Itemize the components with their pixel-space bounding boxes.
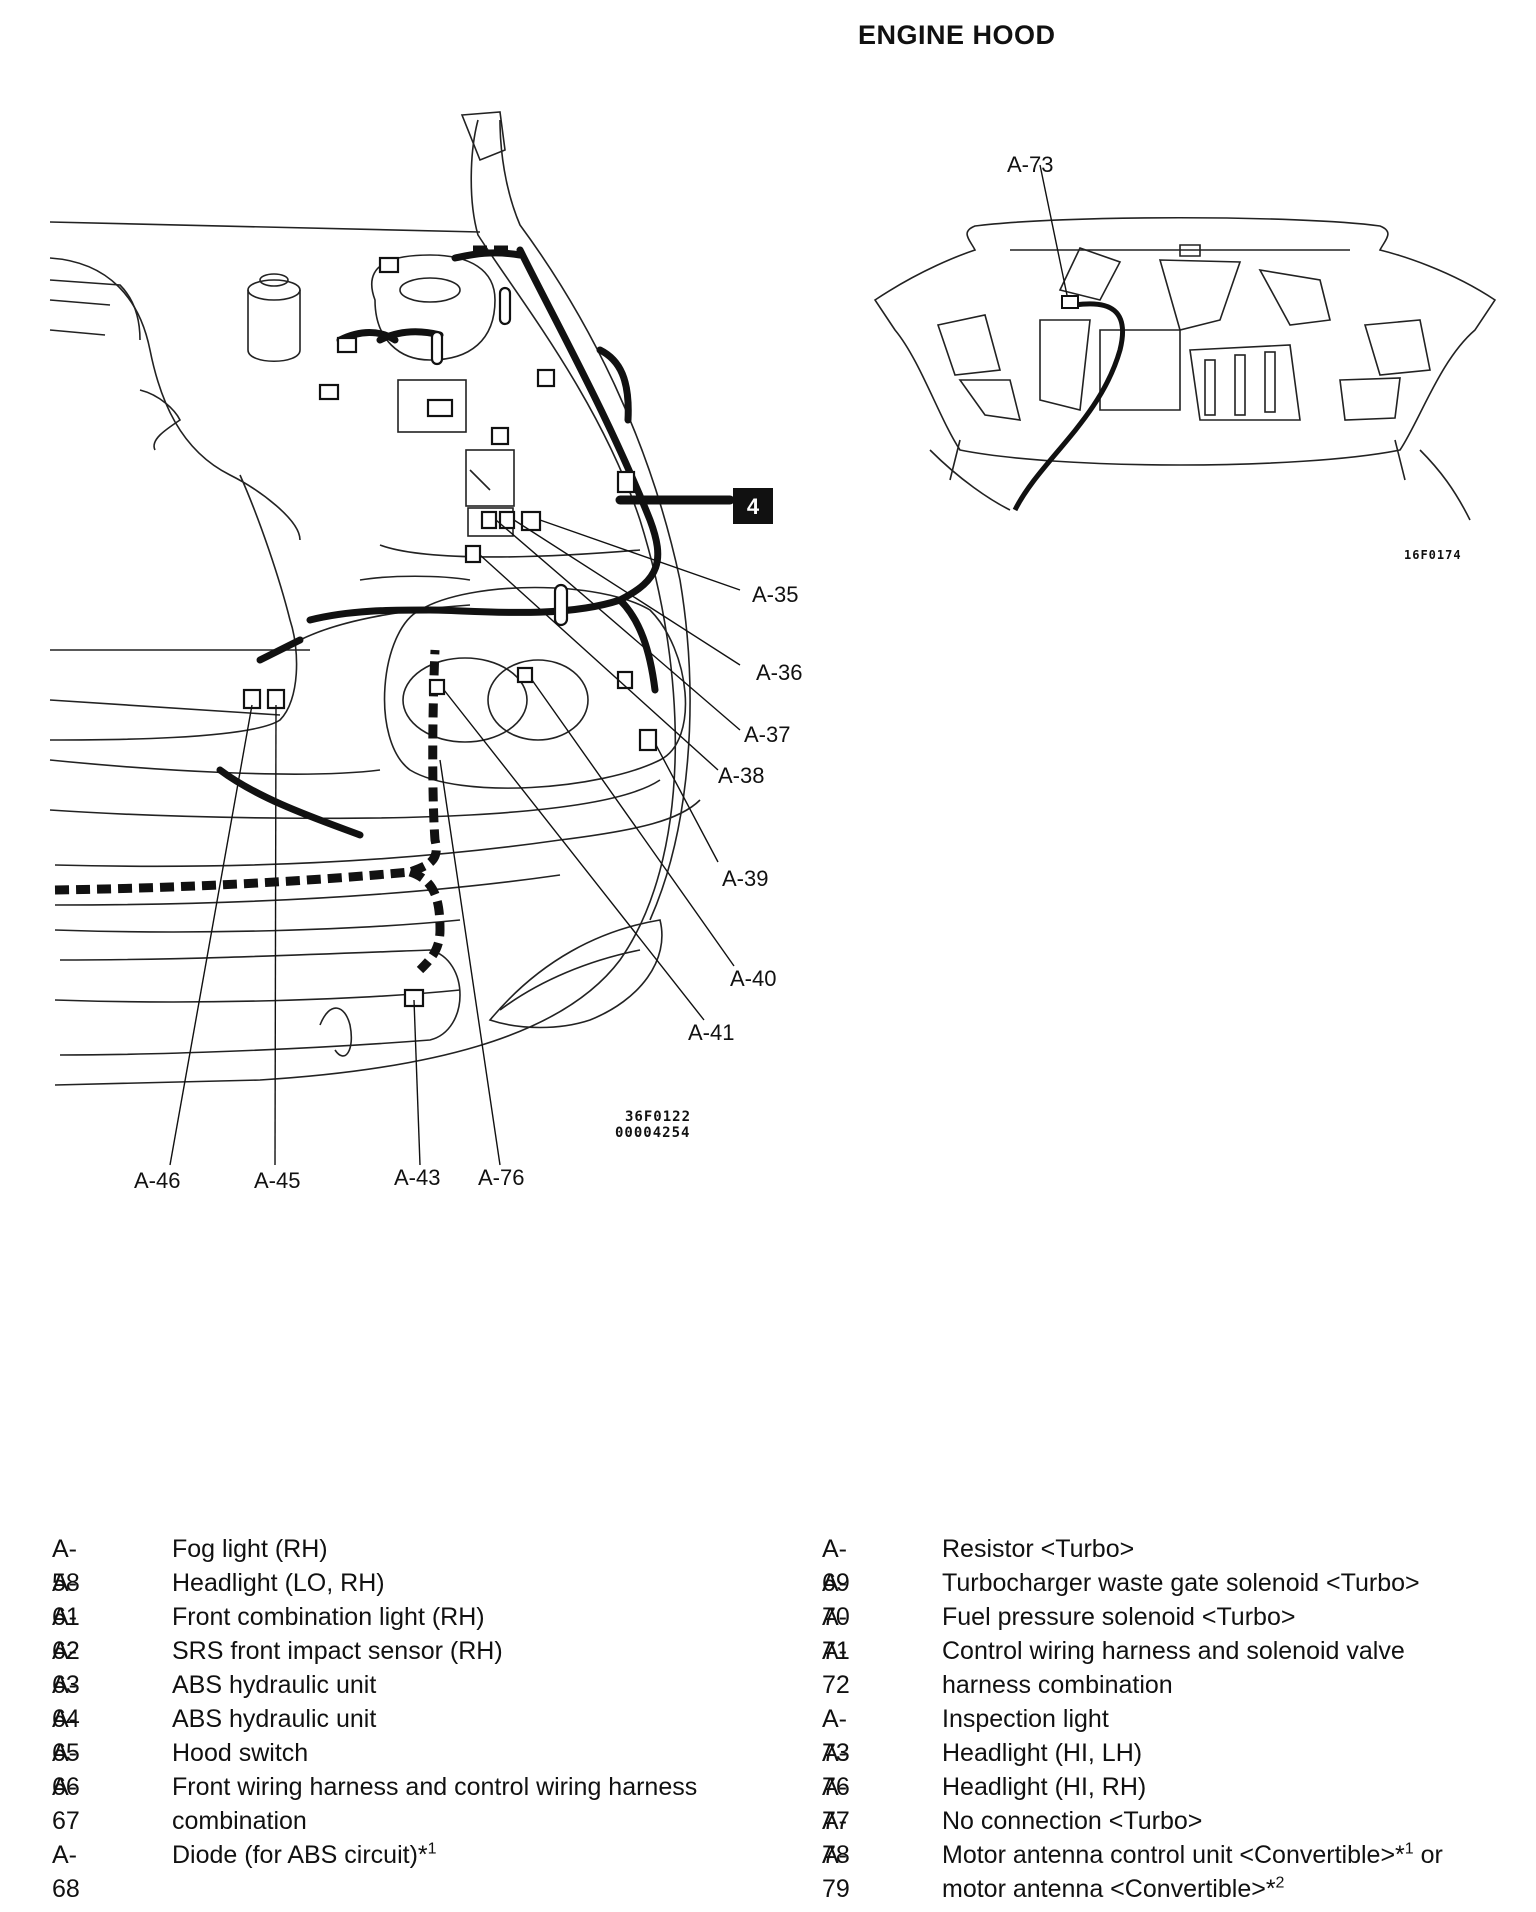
legend-id: A-71 [822,1603,850,1665]
legend-desc: Headlight (HI, LH) [942,1739,1143,1767]
callout-a43: A-43 [394,1165,441,1190]
callout-a38: A-38 [718,763,765,788]
legend-desc: harness combination [942,1671,1173,1699]
fender-edge [54,119,677,1086]
legend-desc: Fuel pressure solenoid <Turbo> [942,1603,1296,1631]
callout-a36: A-36 [756,660,803,685]
badge-4-box [733,488,773,524]
grille-opening [488,919,663,1029]
legend-id: A-70 [822,1569,850,1631]
legend-desc-text: motor antenna <Convertible>* [942,1875,1276,1903]
connector-a37 [480,510,498,530]
callout-a35: A-35 [752,582,799,607]
legend-desc: Front wiring harness and control wiring … [172,1773,698,1801]
legend-desc: No connection <Turbo> [942,1807,1203,1835]
legend-desc: ABS hydraulic unit [172,1705,377,1733]
legend-right: A-69 Resistor <Turbo> A-70 Turbocharger wa… [822,1532,1522,1903]
legend-id: A-68 [52,1841,80,1903]
legend-id: A-66 [52,1739,80,1801]
connector-a39 [638,728,658,752]
legend-desc-text: Motor antenna control unit <Convertible>… [942,1841,1405,1869]
abs-unit [371,254,496,361]
connector-a73 [1061,295,1079,309]
legend-desc: Hood switch [172,1739,309,1767]
strut-tower [49,257,301,541]
connector-a35 [520,510,542,532]
callout-a76: A-76 [478,1165,525,1190]
legend-desc: SRS front impact sensor (RH) [172,1637,503,1665]
legend-desc-text: or [1413,1841,1443,1869]
legend-desc: ABS hydraulic unit [172,1671,377,1699]
connector-a38 [464,544,482,564]
legend-id: A-65 [52,1705,80,1767]
legend-id: A-76 [822,1739,850,1801]
legend-desc: Headlight (HI, RH) [942,1773,1147,1801]
legend-desc: Inspection light [942,1705,1109,1733]
legend-id: A-69 [822,1535,850,1597]
callout-a45: A-45 [254,1168,301,1193]
legend-desc-text: Diode (for ABS circuit)* [172,1841,428,1869]
legend-id: A-67 [52,1773,80,1835]
engine-hood-title: ENGINE HOOD [858,20,1056,50]
headlight-housing [383,586,687,789]
headlight-lens-right [487,659,589,741]
radiator-support [379,544,641,558]
hood-panel-right [1363,319,1431,376]
inner-apron [49,474,298,741]
legend-desc: Control wiring harness and solenoid valv… [942,1637,1405,1665]
legend-desc: motor antenna <Convertible>*2 [942,1872,1284,1906]
connector-a40 [516,666,534,684]
legend-left: A-58 Fog light (RH) A-61 Headlight (LO, RH… [52,1532,772,1903]
harness-main [306,246,662,624]
cowl-line [49,221,481,233]
legend-desc: Motor antenna control unit <Convertible>… [942,1838,1443,1872]
legend-desc: combination [172,1807,307,1835]
hood-hinge [460,111,506,162]
callout-a41: A-41 [688,1020,735,1045]
hood-panel-left [936,314,1002,376]
legend-desc: Resistor <Turbo> [942,1535,1135,1563]
callout-a46: A-46 [134,1168,181,1193]
legend-id: A-79 [822,1841,850,1903]
badge-4: 4 [746,494,760,519]
legend-id: A-78 [822,1807,850,1869]
figure-code-hood: 16F0174 [1404,548,1462,562]
connector-a41 [428,678,446,696]
legend-desc: Headlight (LO, RH) [172,1569,385,1597]
legend-id: A-62 [52,1603,80,1665]
figure-code-main-2: 00004254 [615,1125,691,1141]
legend-id: A-77 [822,1773,850,1835]
coolant-reservoir [247,290,301,363]
footnote-marker: 1 [427,1840,437,1858]
legend-desc: Front combination light (RH) [172,1603,485,1631]
footnote-marker: 2 [1275,1874,1285,1892]
fog-light-housing [59,949,461,1056]
hood-outline [873,216,1497,466]
legend-id: A-64 [52,1671,80,1733]
callout-a37: A-37 [744,722,791,747]
legend-desc: Fog light (RH) [172,1535,328,1563]
footnote-marker: 1 [1404,1840,1414,1858]
bumper-lower [54,874,561,906]
headlight-lens-left [402,657,528,743]
fender-inner [499,119,691,921]
legend-id: A-63 [52,1637,80,1699]
bumper-top [49,779,661,820]
legend-id: A-72 [822,1637,850,1699]
hood-harness [1012,301,1126,512]
legend-id: A-73 [822,1705,850,1767]
harness-bumper [54,649,441,895]
figure-code-main-1: 36F0122 [625,1109,692,1125]
callout-a40: A-40 [730,966,777,991]
legend-id: A-61 [52,1569,80,1631]
legend-desc: Diode (for ABS circuit)*1 [172,1838,437,1872]
legend-desc: Turbocharger waste gate solenoid <Turbo> [942,1569,1420,1597]
callout-a39: A-39 [722,866,769,891]
legend-id: A-58 [52,1535,80,1597]
callout-a73: A-73 [1007,152,1054,177]
